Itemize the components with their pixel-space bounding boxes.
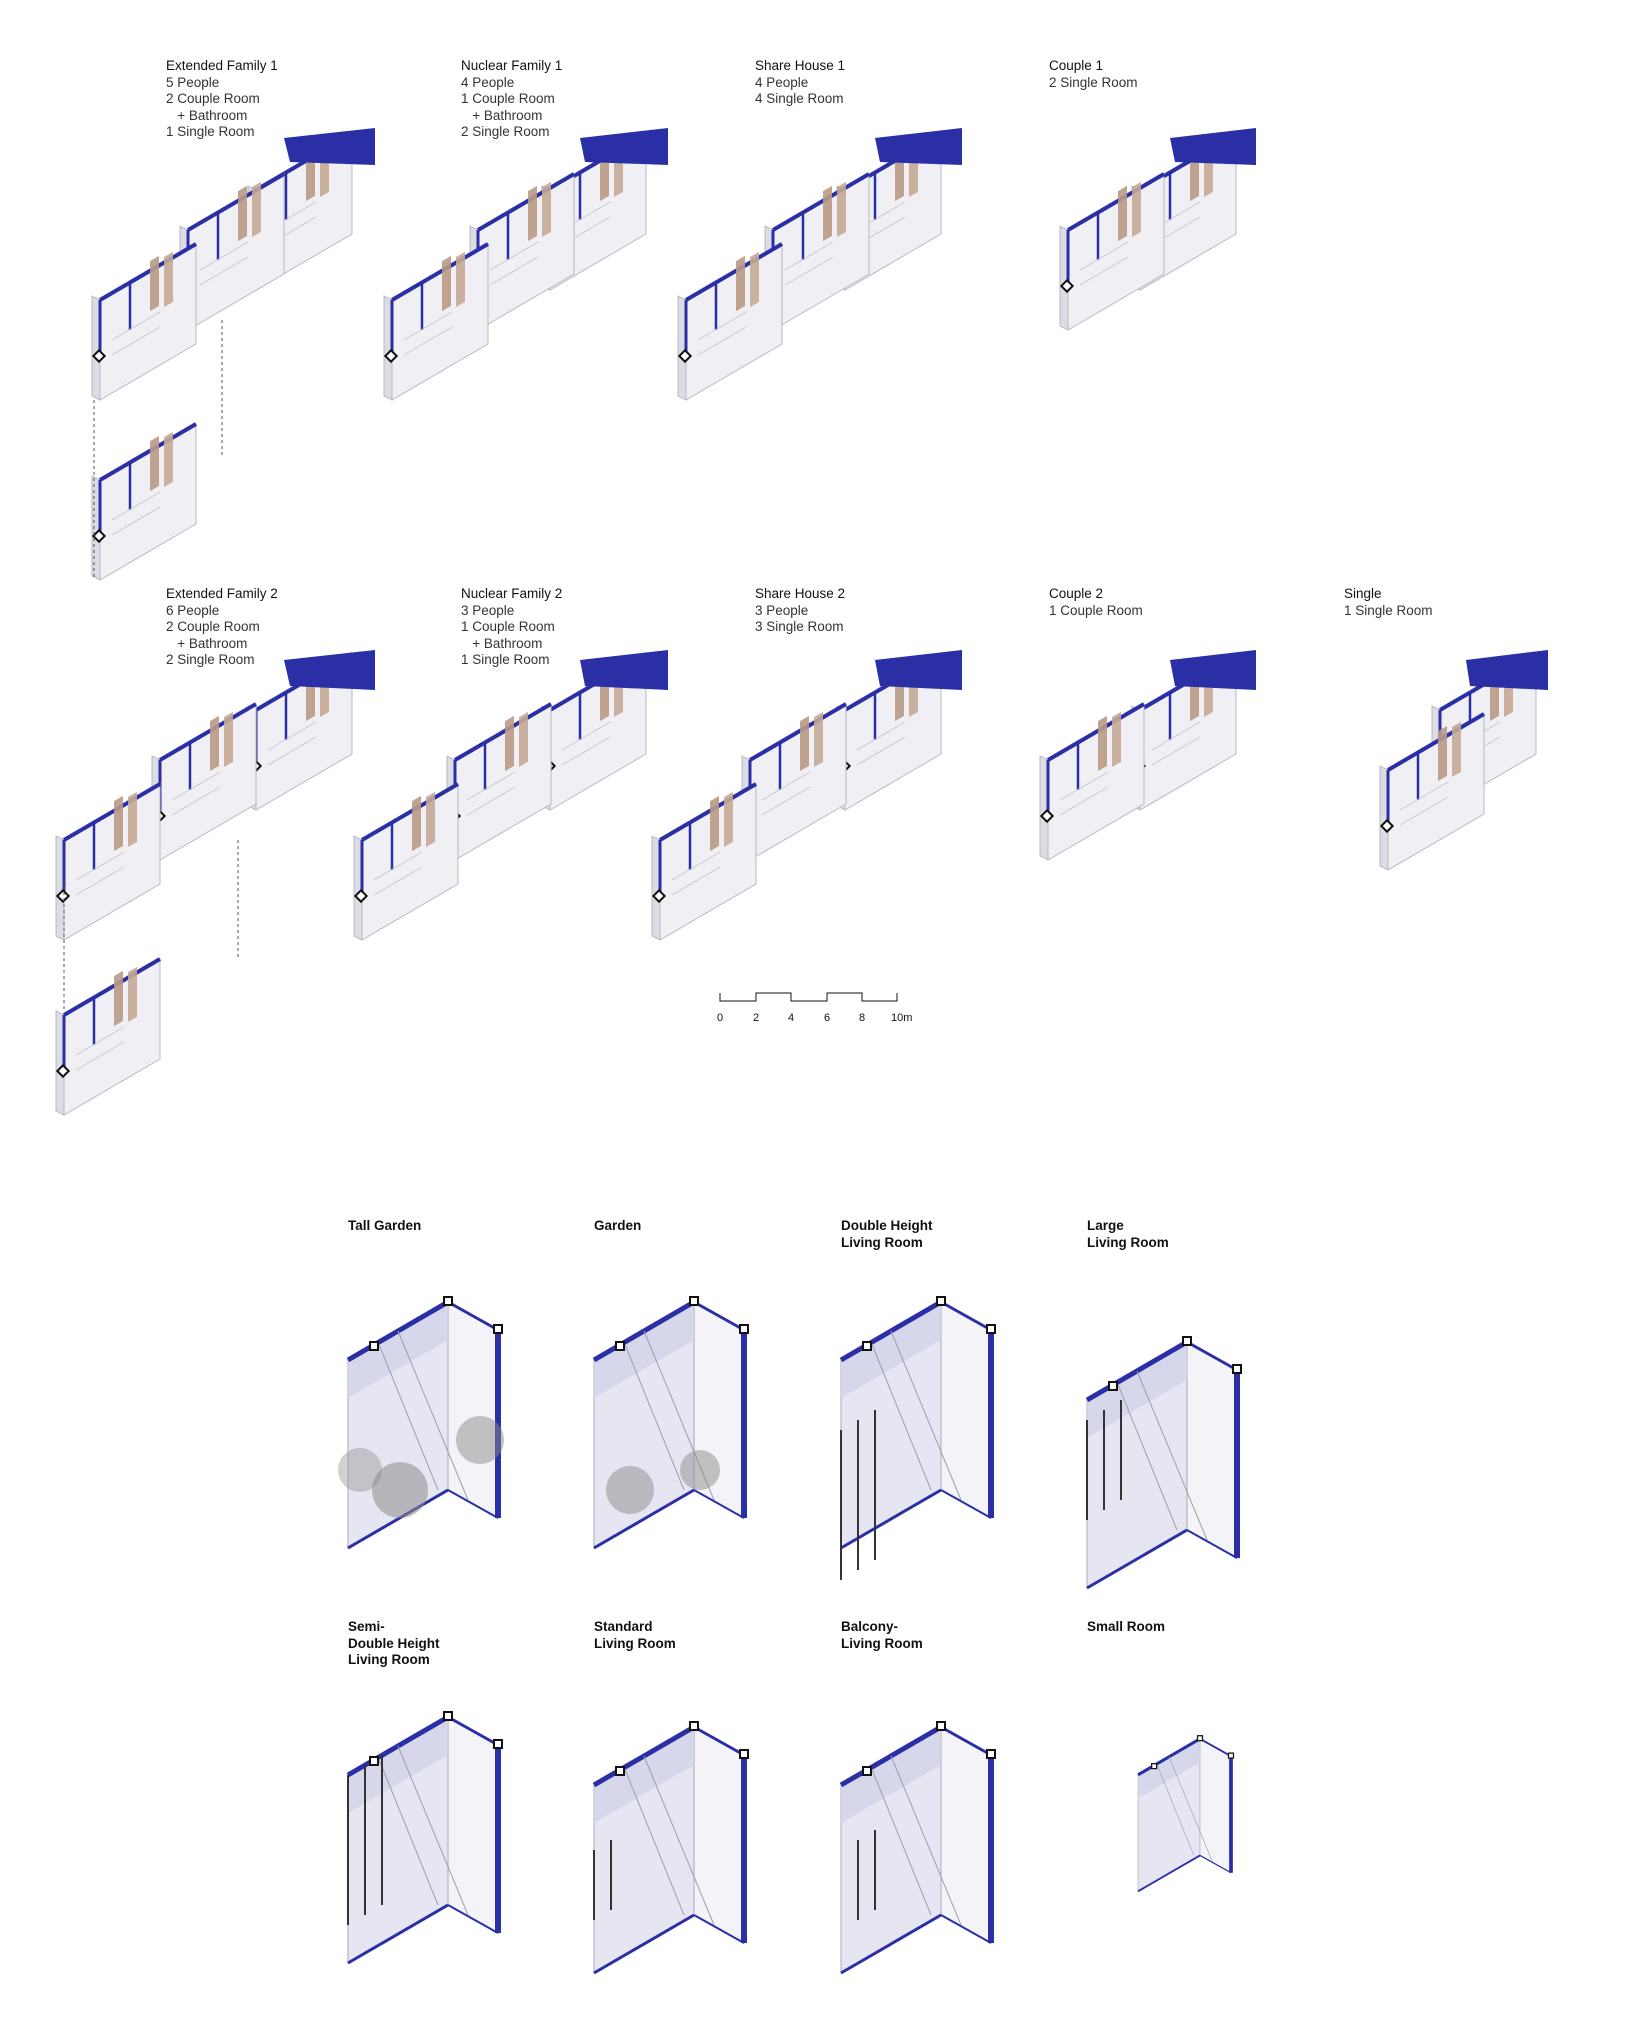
scale-tick: 2 bbox=[753, 1012, 760, 1024]
unit-line: 4 People bbox=[755, 74, 809, 90]
unit-title: Extended Family 1 bbox=[166, 58, 278, 73]
scale-bar-graphic bbox=[719, 992, 898, 1002]
plan-couple-2 bbox=[1038, 650, 1256, 862]
room-label-small-room: Small Room bbox=[1087, 1619, 1166, 1634]
unit-label-share-house-1: Share House 1 4 People 4 Single Room bbox=[755, 58, 845, 108]
plan-single bbox=[1378, 650, 1548, 872]
scale-tick: 6 bbox=[824, 1012, 831, 1024]
room-label-balcony-living: Balcony- Living Room bbox=[841, 1619, 923, 1651]
unit-title: Nuclear Family 2 bbox=[461, 586, 563, 601]
plan-share-house-1 bbox=[676, 128, 962, 402]
unit-line: 1 Single Room bbox=[461, 652, 550, 667]
unit-line: 5 People bbox=[166, 74, 220, 90]
unit-line: 4 People bbox=[461, 74, 515, 90]
unit-line: 2 Single Room bbox=[461, 124, 550, 139]
unit-title: Share House 2 bbox=[755, 586, 846, 601]
scale-bar: 0 2 4 6 8 10m bbox=[712, 988, 912, 1028]
plan-nuclear-family-2 bbox=[352, 650, 668, 942]
unit-line: 2 Couple Room bbox=[166, 91, 260, 106]
unit-label-share-house-2: Share House 2 3 People 3 Single Room bbox=[755, 586, 845, 636]
unit-title: Share House 1 bbox=[755, 58, 846, 73]
unit-title: Couple 2 bbox=[1049, 586, 1104, 601]
room-label-tall-garden: Tall Garden bbox=[348, 1218, 422, 1233]
room-label-standard-living: Standard Living Room bbox=[594, 1619, 676, 1651]
unit-line: + Bathroom bbox=[461, 107, 543, 123]
scale-tick: 10m bbox=[891, 1012, 913, 1024]
unit-line: + Bathroom bbox=[461, 635, 543, 651]
unit-line: 1 Single Room bbox=[166, 124, 255, 139]
plan-extended-family-1 bbox=[90, 128, 375, 582]
unit-line: 2 Single Room bbox=[166, 652, 255, 667]
unit-line: 2 Couple Room bbox=[166, 619, 260, 634]
scale-tick: 0 bbox=[717, 1012, 724, 1024]
unit-line: 1 Couple Room bbox=[461, 91, 555, 106]
unit-line: 6 People bbox=[166, 602, 220, 618]
unit-line: 1 Couple Room bbox=[461, 619, 555, 634]
plan-extended-family-2 bbox=[54, 650, 375, 1117]
room-small bbox=[1136, 1733, 1236, 1894]
room-garden bbox=[594, 1297, 748, 1548]
room-standard-living bbox=[594, 1722, 748, 1973]
unit-label-extended-family-1: Extended Family 1 5 People 2 Couple Room… bbox=[166, 58, 278, 141]
scale-tick: 8 bbox=[859, 1012, 866, 1024]
room-label-semi-double: Semi- Double Height Living Room bbox=[348, 1619, 440, 1667]
unit-line: 2 Single Room bbox=[1049, 74, 1138, 90]
unit-label-nuclear-family-2: Nuclear Family 2 3 People 1 Couple Room … bbox=[461, 586, 562, 669]
unit-label-couple-1: Couple 1 2 Single Room bbox=[1049, 58, 1138, 91]
unit-line: 3 People bbox=[755, 602, 809, 618]
unit-title: Single bbox=[1344, 586, 1382, 601]
room-balcony-living bbox=[841, 1722, 995, 1973]
unit-title: Extended Family 2 bbox=[166, 586, 278, 601]
unit-title: Couple 1 bbox=[1049, 58, 1104, 73]
unit-label-extended-family-2: Extended Family 2 6 People 2 Couple Room… bbox=[166, 586, 278, 669]
room-label-large-living: Large Living Room bbox=[1087, 1218, 1169, 1250]
unit-line: 3 Single Room bbox=[755, 619, 844, 634]
room-double-height bbox=[841, 1297, 995, 1580]
unit-label-couple-2: Couple 2 1 Couple Room bbox=[1049, 586, 1143, 619]
unit-line: + Bathroom bbox=[166, 107, 248, 123]
unit-title: Nuclear Family 1 bbox=[461, 58, 563, 73]
plan-couple-1 bbox=[1058, 128, 1256, 332]
scale-tick: 4 bbox=[788, 1012, 795, 1024]
unit-line: 1 Couple Room bbox=[1049, 602, 1143, 618]
unit-label-nuclear-family-1: Nuclear Family 1 4 People 1 Couple Room … bbox=[461, 58, 562, 141]
unit-line: + Bathroom bbox=[166, 635, 248, 651]
room-large-living bbox=[1087, 1337, 1241, 1588]
room-label-double-height: Double Height Living Room bbox=[841, 1218, 933, 1250]
room-semi-double bbox=[348, 1712, 502, 1963]
plan-share-house-2 bbox=[650, 650, 962, 942]
room-tall-garden bbox=[338, 1297, 504, 1548]
unit-label-single: Single 1 Single Room bbox=[1344, 586, 1433, 619]
unit-line: 4 Single Room bbox=[755, 91, 844, 106]
unit-line: 1 Single Room bbox=[1344, 602, 1433, 618]
unit-line: 3 People bbox=[461, 602, 515, 618]
plan-nuclear-family-1 bbox=[382, 128, 668, 402]
room-label-garden: Garden bbox=[594, 1218, 642, 1233]
